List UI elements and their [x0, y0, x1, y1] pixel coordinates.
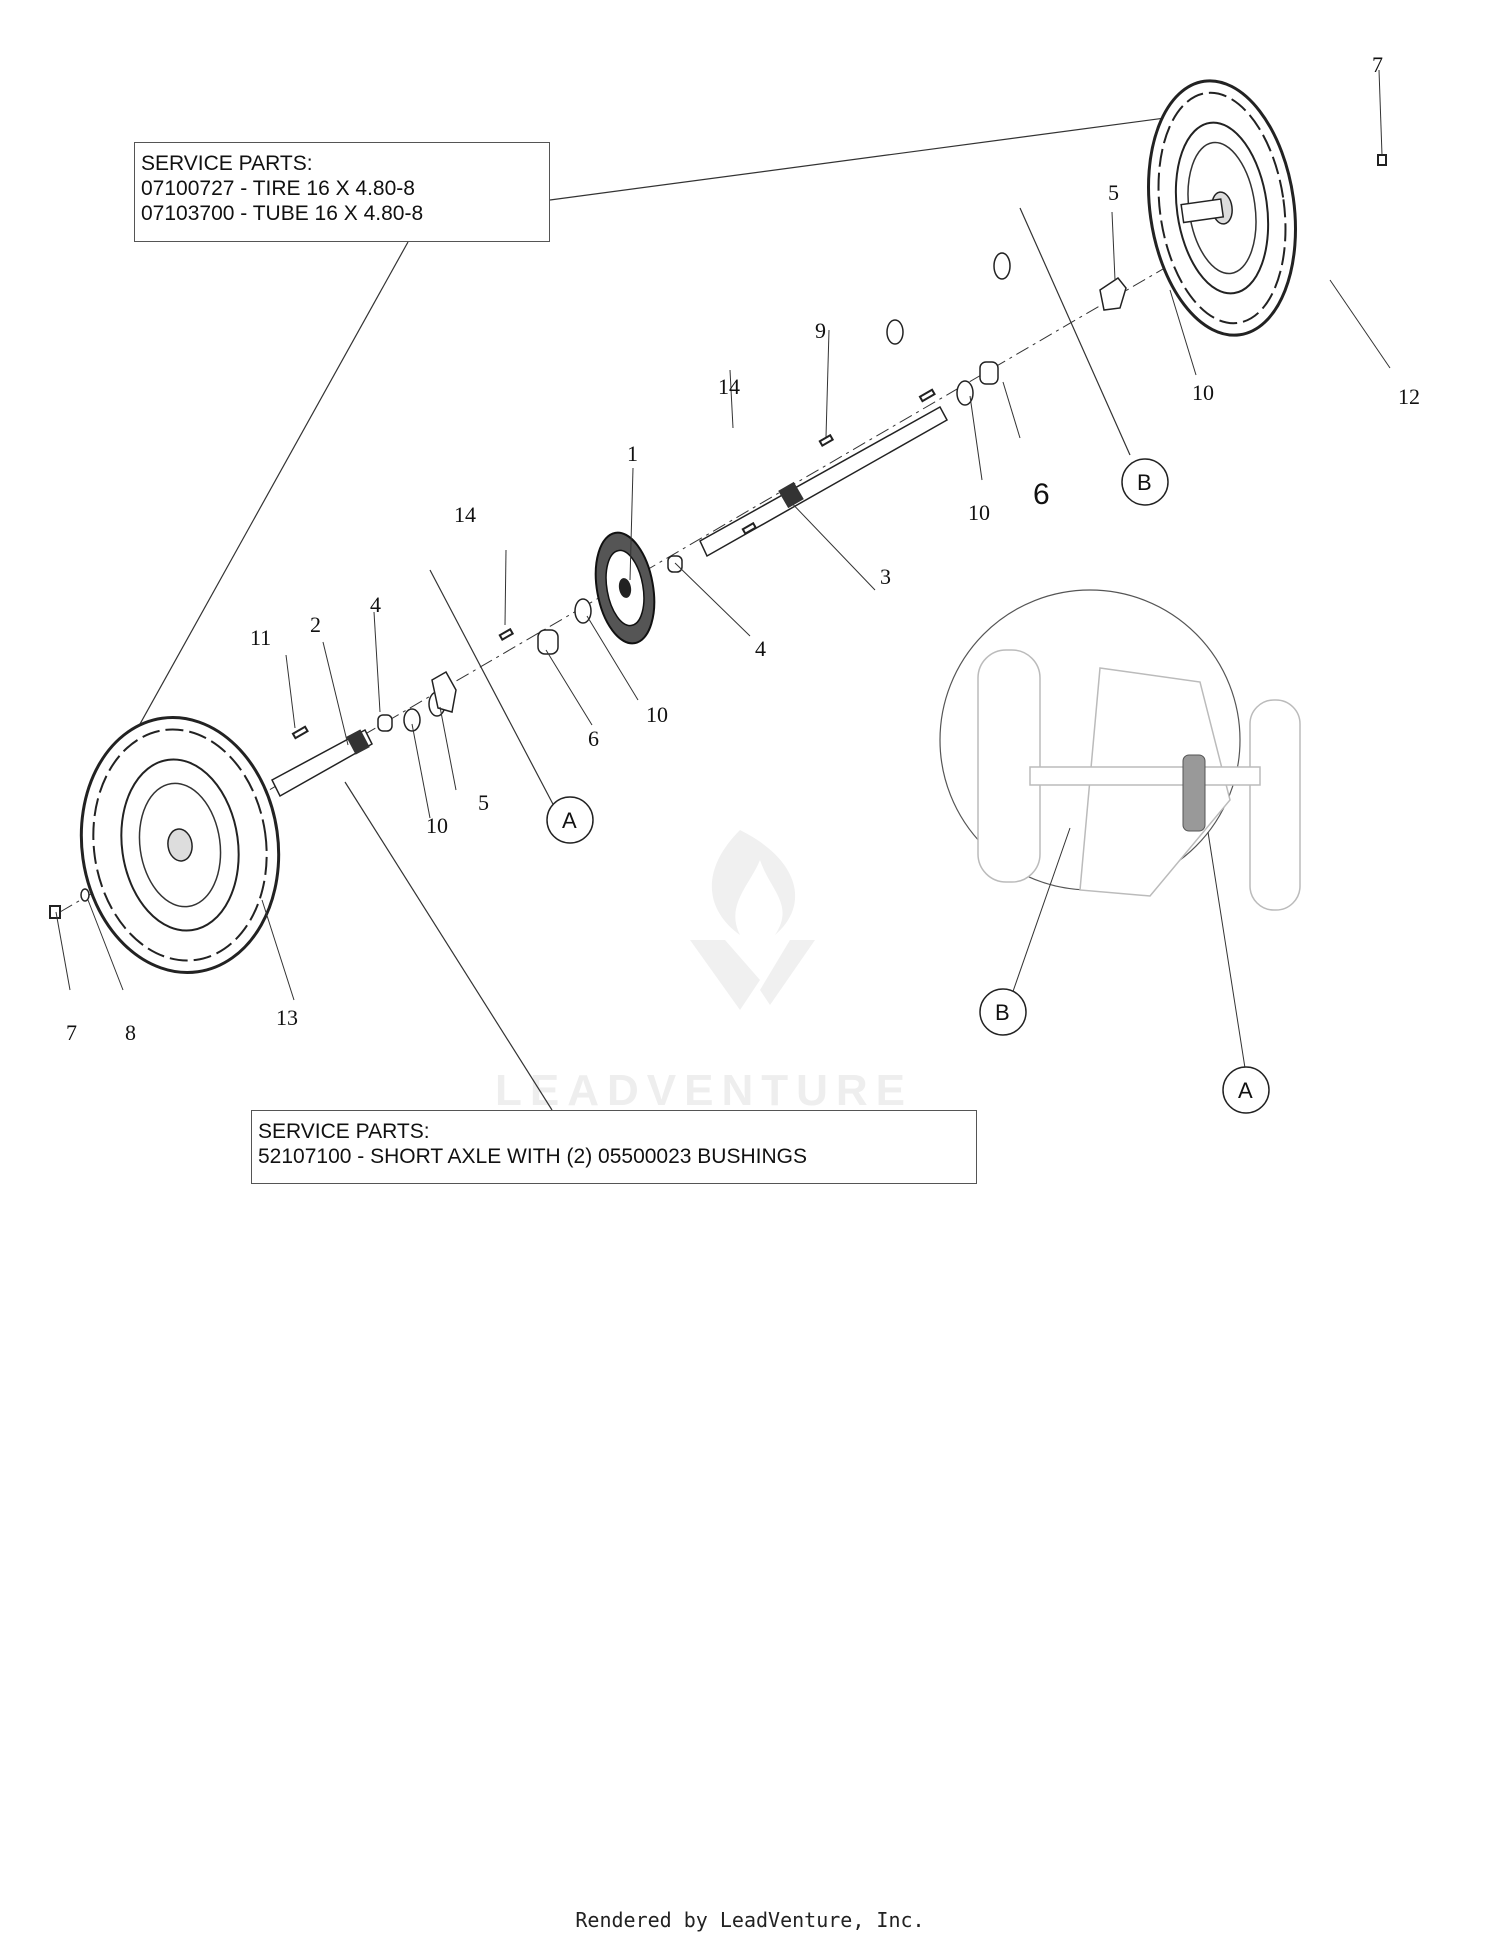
callout-leaders — [55, 69, 1391, 1001]
inset-detail-view: B A — [939, 589, 1301, 1114]
service-parts-heading: SERVICE PARTS: — [141, 152, 313, 175]
callout-6-right: 6 — [1033, 478, 1050, 511]
leadventure-watermark-logo — [690, 830, 815, 1010]
ref-b-main: B — [1137, 470, 1152, 495]
callout-6-left: 6 — [588, 726, 599, 751]
leader-lines — [119, 107, 1241, 1111]
service-part-tire: 07100727 - TIRE 16 X 4.80-8 — [141, 177, 415, 200]
callout-13: 13 — [276, 1005, 298, 1030]
callout-14-right: 14 — [718, 374, 740, 399]
watermark-text: LEADVENTURE — [495, 1066, 913, 1115]
callout-10-left: 10 — [426, 813, 448, 838]
callout-4-right: 4 — [755, 636, 766, 661]
callout-10-far-right: 10 — [1192, 380, 1214, 405]
callout-8: 8 — [125, 1020, 136, 1045]
ref-a-main: A — [562, 808, 577, 833]
callout-5-left: 5 — [478, 790, 489, 815]
service-part-short-axle: 52107100 - SHORT AXLE WITH (2) 05500023 … — [258, 1145, 807, 1168]
right-wheel-tire — [1147, 79, 1297, 337]
callout-7-right: 7 — [1372, 52, 1383, 77]
ref-b-inset: B — [995, 1000, 1010, 1025]
service-parts-box-tire: SERVICE PARTS: 07100727 - TIRE 16 X 4.80… — [134, 142, 550, 242]
callout-12: 12 — [1398, 384, 1420, 409]
drive-gear — [594, 531, 656, 645]
long-axle — [699, 405, 949, 558]
callout-5-right: 5 — [1108, 180, 1119, 205]
ref-a-inset: A — [1238, 1078, 1253, 1103]
pins-keys — [49, 154, 1387, 919]
callout-numbers: 1 2 3 4 4 5 5 6 6 7 7 8 9 10 10 10 10 11… — [66, 52, 1420, 1045]
service-parts-heading: SERVICE PARTS: — [258, 1120, 430, 1143]
callout-4-left: 4 — [370, 592, 381, 617]
footer-credit: Rendered by LeadVenture, Inc. — [575, 1908, 925, 1932]
callout-1: 1 — [627, 441, 638, 466]
callout-3: 3 — [880, 564, 891, 589]
callout-9: 9 — [815, 318, 826, 343]
callout-2: 2 — [310, 612, 321, 637]
callout-10-center: 10 — [646, 702, 668, 727]
left-wheel-tire — [79, 716, 281, 974]
service-part-tube: 07103700 - TUBE 16 X 4.80-8 — [141, 202, 424, 225]
reference-markers-main: B A — [546, 458, 1169, 844]
wheel-hubs — [431, 276, 1127, 713]
short-axle — [271, 728, 373, 798]
callout-7-left: 7 — [66, 1020, 77, 1045]
service-parts-box-axle: SERVICE PARTS: 52107100 - SHORT AXLE WIT… — [251, 1110, 977, 1184]
callout-10-center-right: 10 — [968, 500, 990, 525]
callout-11: 11 — [250, 625, 271, 650]
callout-14-left: 14 — [454, 502, 476, 527]
